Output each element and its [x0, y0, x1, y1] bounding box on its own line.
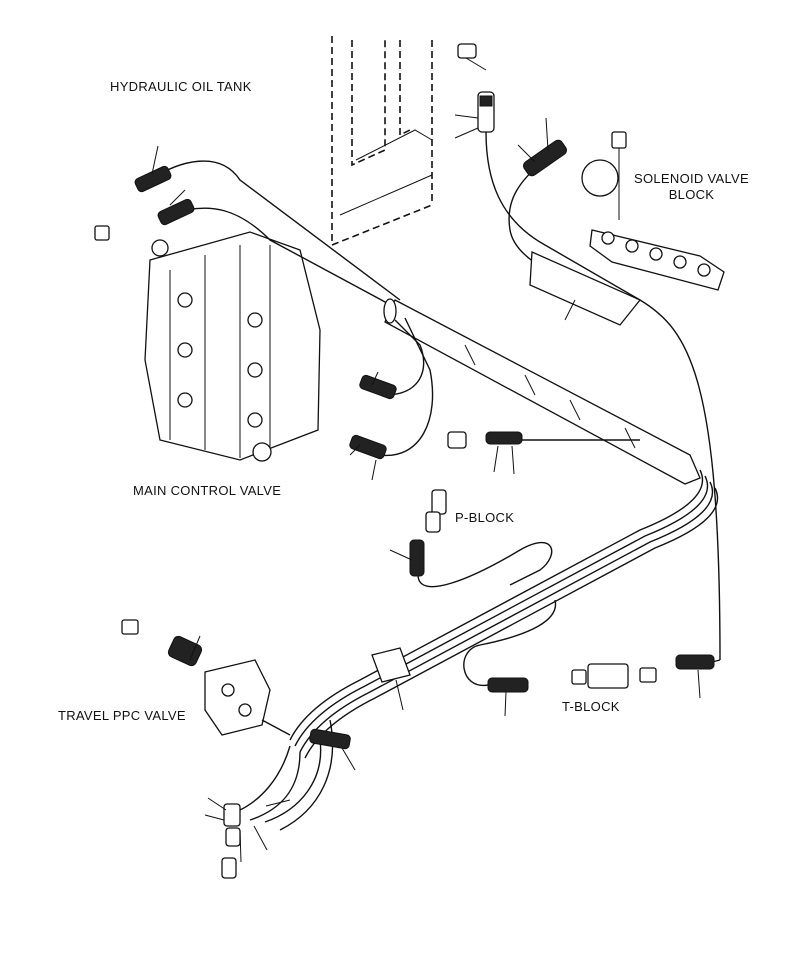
ppc-hoses [204, 719, 356, 879]
p-block [389, 431, 640, 588]
label-main-control-valve: MAIN CONTROL VALVE [133, 483, 282, 498]
travel-ppc-valve [121, 619, 291, 736]
label-solenoid-valve-block-line2: BLOCK [668, 187, 715, 202]
tank-outlet-fittings [454, 43, 495, 139]
main-control-valve [94, 225, 321, 462]
label-hydraulic-oil-tank: HYDRAULIC OIL TANK [110, 79, 252, 94]
label-t-block: T-BLOCK [562, 699, 620, 714]
label-p-block: P-BLOCK [455, 510, 515, 525]
hoses-right [485, 117, 721, 661]
hoses-mcv-ports [349, 317, 434, 481]
hoses-upper [134, 145, 401, 311]
hydraulic-oil-tank [331, 36, 433, 247]
solenoid-valve-block [581, 131, 725, 291]
label-solenoid-valve-block: SOLENOID VALVE BLOCK [634, 171, 749, 203]
t-block [463, 599, 721, 717]
label-solenoid-valve-block-line1: SOLENOID VALVE [634, 171, 749, 186]
label-travel-ppc-valve: TRAVEL PPC VALVE [58, 708, 186, 723]
tube-bundle [383, 298, 701, 485]
